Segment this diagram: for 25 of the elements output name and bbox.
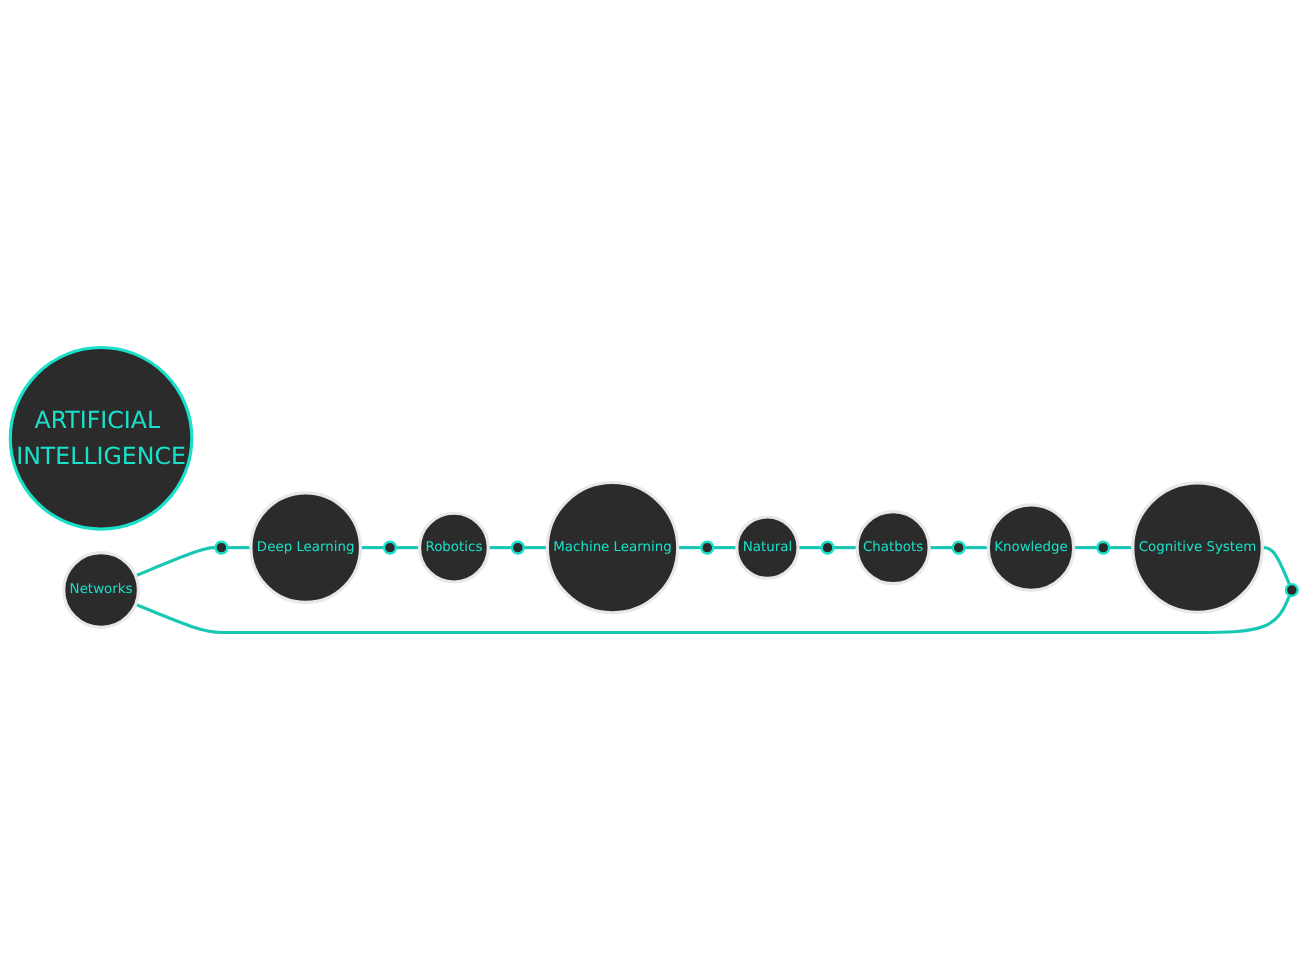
connector <box>798 546 822 550</box>
node-circle <box>1284 582 1299 598</box>
connector <box>135 594 1291 635</box>
connector <box>135 546 216 578</box>
node-circle <box>214 540 229 555</box>
connector <box>964 546 989 550</box>
connector <box>713 546 737 550</box>
node-circle <box>510 540 525 555</box>
connector <box>833 546 858 550</box>
node-circle <box>951 540 966 555</box>
connector <box>929 546 953 550</box>
node-circle <box>700 540 715 555</box>
connector <box>488 546 512 550</box>
node-circle: ARTIFICIAL INTELLIGENCE <box>8 345 194 531</box>
node-circle <box>1096 540 1111 555</box>
connector <box>395 546 420 550</box>
node-circle <box>820 540 835 555</box>
connector <box>1073 546 1098 550</box>
connector <box>360 546 385 550</box>
node-circle <box>382 540 398 555</box>
connector <box>227 546 251 550</box>
connector <box>1262 546 1291 586</box>
connector <box>1109 546 1133 550</box>
connector <box>523 546 548 550</box>
connector <box>677 546 702 550</box>
